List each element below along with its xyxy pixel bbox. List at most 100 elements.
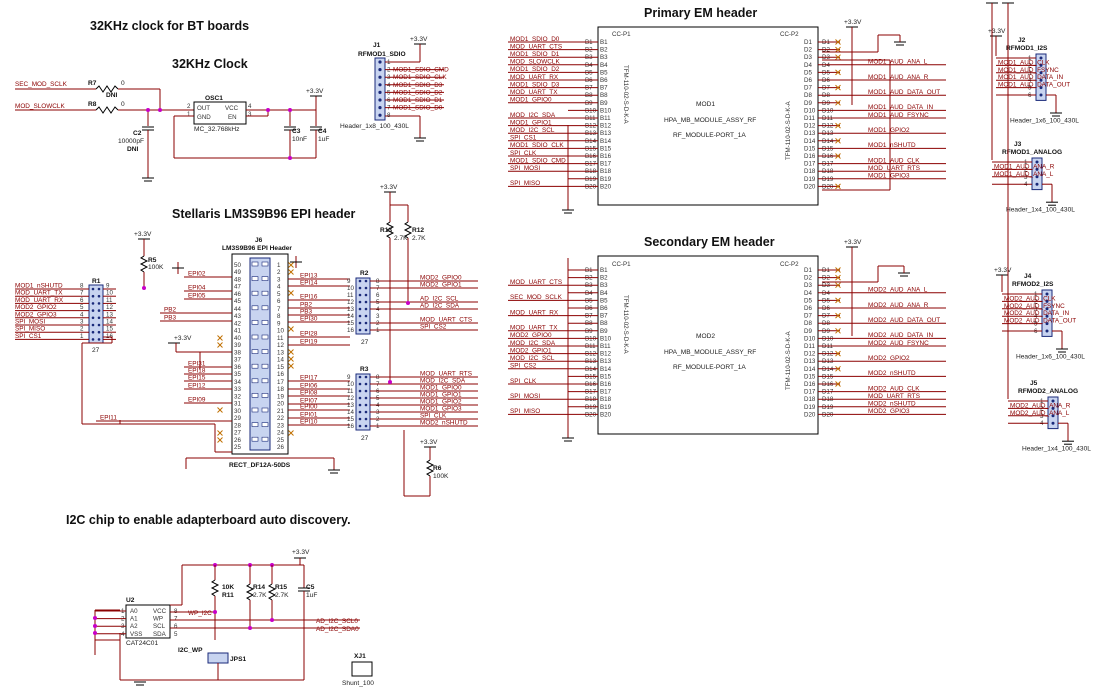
pin-number: 5 [277,291,281,298]
pin-number: D12 [822,123,834,130]
title-primary: Primary EM header [644,6,757,20]
pin-number: B12 [600,351,612,358]
net-label: MOD_UART_CTS [510,43,562,50]
pin-number: B14 [600,366,612,373]
svg-text:27: 27 [361,435,369,442]
svg-text:3: 3 [248,111,252,118]
pin-number: 22 [277,415,284,422]
title-i2c: I2C chip to enable adapterboard auto dis… [66,513,351,527]
net-label: MOD_I2C_SCL [510,127,555,134]
svg-text:J6: J6 [255,237,263,244]
net-label: MOD1_GPIO3 [868,173,910,180]
val-r7: 0 [121,80,125,87]
net-label: MOD1_AUD_FSYNC [998,67,1059,74]
net-label: EPI31 [188,361,206,368]
pin-number: D8 [804,320,812,327]
net-label: MOD_I2C_SCL [510,355,555,362]
svg-text:I2C_WP: I2C_WP [178,647,203,654]
svg-text:OUT: OUT [197,105,210,112]
pin-number: 28 [234,423,241,430]
svg-text:EN: EN [228,114,237,121]
svg-text:100K: 100K [148,264,164,271]
net-label: MOD1_SDIO_D2 [510,66,560,73]
pin-number: D2 [804,275,812,282]
pin-number: 15 [347,416,354,423]
net-label: MOD1_SDIO_D3 [510,81,560,88]
net-label: MOD2_AUD_DATA_OUT [1004,318,1076,325]
svg-text:TFM-110-02-S-D-K-A: TFM-110-02-S-D-K-A [622,295,629,355]
pin-name: A1 [130,616,138,623]
svg-text:R13: R13 [380,227,392,234]
net-label: SPI_CS1 [510,135,537,142]
pin-number: 11 [106,297,113,304]
pin-number: 4 [80,311,84,318]
svg-text:R5: R5 [148,257,157,264]
pin-number: B14 [600,138,612,145]
side-header-connector [1035,53,1047,101]
net-label: MOD2_AUD_ANA_L [1010,410,1070,417]
pin-number: 34 [234,379,241,386]
net-label: MOD2_AUD_ANA_L [868,287,928,294]
pin-number: 13 [106,311,113,318]
net-label: MOD_UART_RX [510,309,559,316]
net-label: SPI_MISO [510,180,540,187]
net-label: SPI_CLK [510,378,537,385]
r1-array [88,284,104,344]
pin-number: 23 [277,423,284,430]
net-label: MOD_UART_RTS [420,371,472,378]
svg-text:+3.3V: +3.3V [306,88,324,95]
header-part: Header_1x4_100_430L [1022,446,1091,453]
net-label: AD_I2C_SCL [420,296,459,303]
net-label: MOD1_SDIO_D2 [393,89,443,96]
svg-text:2.7K: 2.7K [275,592,289,599]
xj1-shunt [351,661,373,677]
net-label: MOD1_AUD_ANA_R [868,74,929,81]
net-label: MOD2_AUD_ANA_R [868,302,929,309]
svg-text:LM3S9B96 EPI Header: LM3S9B96 EPI Header [222,245,292,252]
svg-text:TFM-110-02-S-D-K-A: TFM-110-02-S-D-K-A [785,330,792,390]
side-headers: +3.3VJ2RFMOD1_I2S123456MOD1_AUD_CLKMOD1_… [984,0,1091,453]
r3-nets: MOD_UART_RTSMOD_I2C_SDAMOD1_GPIO0MOD1_GP… [370,371,478,427]
pin-number: 44 [234,306,241,313]
net-label: PB2 [164,307,177,314]
pin-number: 21 [277,408,284,415]
svg-text:TFM-110-02-S-D-K-A: TFM-110-02-S-D-K-A [785,100,792,160]
pin-number: B6 [600,305,608,312]
header-ref: J3 [1014,141,1022,148]
pin-number: 12 [347,299,354,306]
pin-number: D1 [804,267,812,274]
net-label: EPI30 [300,316,318,323]
net-label: MOD1_SDIO_CLK [393,74,447,81]
net-label: EPI16 [300,294,318,301]
pin-number: 18 [277,386,284,393]
pin-number: D10 [804,335,816,342]
pin-number: 5 [174,631,178,638]
resistor-r7 [95,85,119,93]
pin-number: 26 [277,444,284,451]
supply-label: +3.3V [1000,0,1018,2]
pin-number: B15 [600,145,612,152]
pin-number: B20 [600,411,612,418]
net-label: EPI01 [300,412,318,419]
svg-text:Header_1x8_100_430L: Header_1x8_100_430L [340,123,409,130]
net-label: MOD_I2C_SDA [510,340,556,347]
net-label: MOD1_AUD_DATA_OUT [998,82,1070,89]
pin-number: D4 [804,62,812,69]
pin-number: B3 [600,282,608,289]
pin-number: 35 [234,371,241,378]
pin-number: D15 [804,373,816,380]
pin-number: 16 [347,423,354,430]
net-label: MOD1_AUD_FSYNC [868,112,929,119]
net-label: SPI_MOSI [510,393,540,400]
pin-number: D11 [804,115,815,122]
pin-number: B4 [600,62,608,69]
pin-number: D19 [804,176,816,183]
net-label: MOD1_SDIO_CMD [393,67,449,74]
r3-array [355,373,371,431]
pin-number: 7 [174,616,178,623]
pin-number: 26 [234,437,241,444]
net-label: MOD2_nSHUTD [868,401,916,408]
pin-number: D13 [804,130,816,137]
